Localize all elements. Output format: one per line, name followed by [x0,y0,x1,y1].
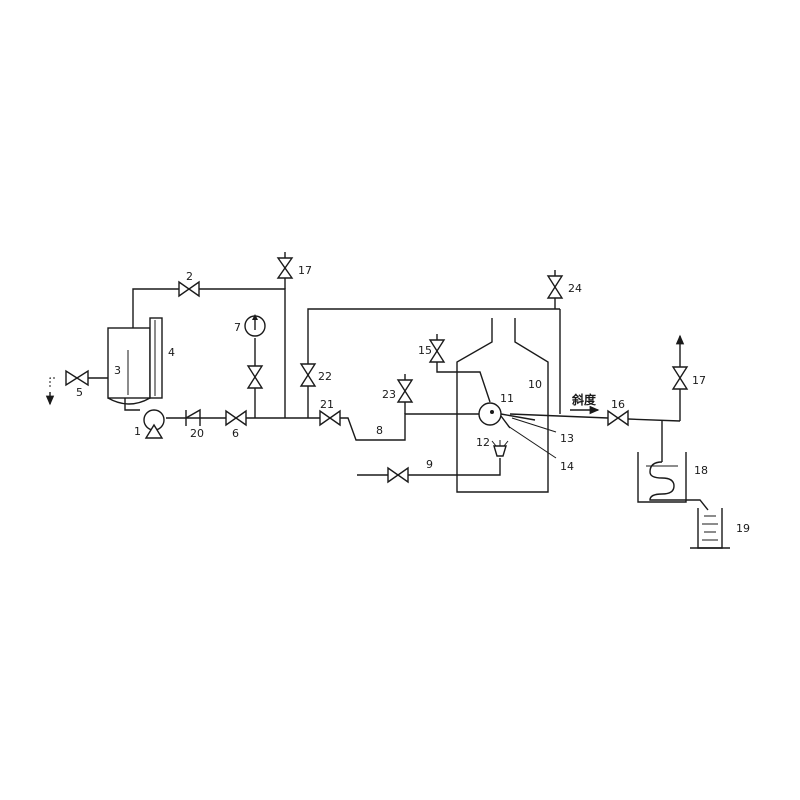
label-16: 16 [611,398,625,411]
nozzle-12 [491,440,509,457]
label-8: 8 [376,424,383,437]
label-18: 18 [694,464,708,477]
label-11: 11 [500,392,514,405]
valve-24 [546,270,564,299]
valve-9 [387,466,409,484]
valve-2 [178,280,200,298]
check-valve-20 [185,408,201,426]
label-3: 3 [114,364,121,377]
valve-17-left [276,252,294,279]
valve-7-isolation [246,365,264,389]
label-19: 19 [736,522,750,535]
label-13: 13 [560,432,574,445]
label-2: 2 [186,270,193,283]
label-1: 1 [134,425,141,438]
valve-17-right [671,334,689,390]
roll-11 [478,402,536,429]
label-7: 7 [234,321,241,334]
label-15: 15 [418,344,432,357]
label-6: 6 [232,427,239,440]
label-12: 12 [476,436,490,449]
label-10: 10 [528,378,542,391]
label-21: 21 [320,398,334,411]
label-9: 9 [426,458,433,471]
valve-23 [396,374,414,403]
condenser-bath-18 [637,452,709,511]
piping [49,278,681,476]
labels: 1 2 3 4 5 6 7 8 9 10 11 12 13 14 15 16 1… [76,264,750,535]
leader-14 [507,425,557,459]
slope-label: 斜度 [571,392,597,407]
chamber-10 [456,318,549,493]
label-24: 24 [568,282,582,295]
label-5: 5 [76,386,83,399]
label-23: 23 [382,388,396,401]
vessel-3 [107,327,151,405]
label-20: 20 [190,427,204,440]
label-17-left: 17 [298,264,312,277]
sight-glass-4 [149,317,163,399]
label-14: 14 [560,460,574,473]
label-22: 22 [318,370,332,383]
valve-21 [319,409,341,427]
valve-22 [299,363,317,387]
leader-13 [511,417,557,433]
valve-16 [607,409,629,427]
valve-6 [225,409,247,427]
pump-1 [143,409,165,439]
label-17-right: 17 [692,374,706,387]
pressure-gauge-7 [244,314,266,337]
valve-5 [65,369,89,387]
valve-15 [428,334,446,363]
receiver-19 [690,508,730,549]
label-4: 4 [168,346,175,359]
